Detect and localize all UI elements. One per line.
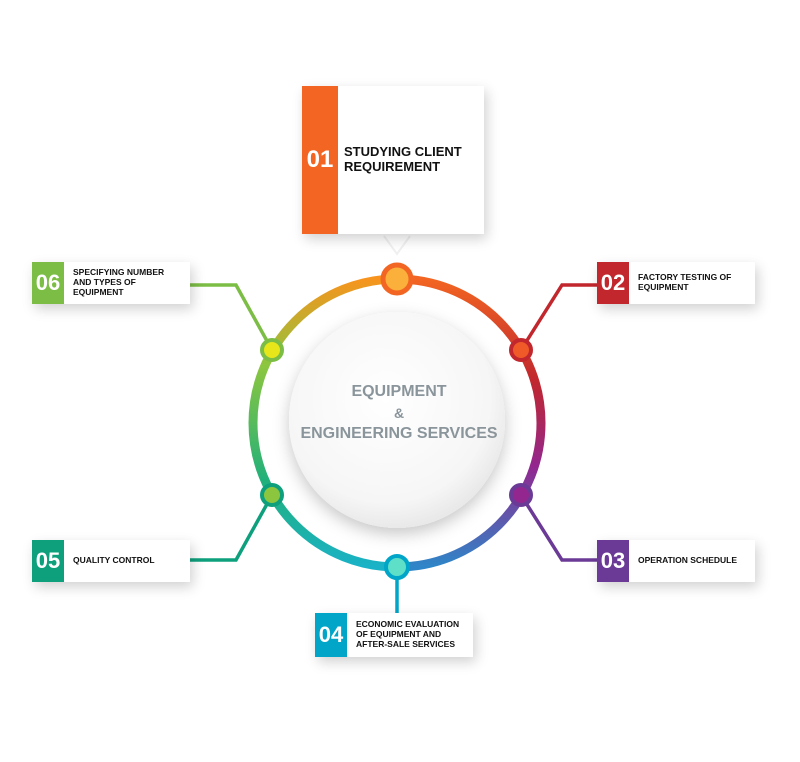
step-card-05: 05 QUALITY CONTROL [32,540,190,582]
ring-left-arc [248,274,398,572]
card-01-pointer [382,233,412,254]
step-number-03: 03 [597,540,629,582]
center-title-ampersand: & [393,405,405,421]
ring-right-arc [396,274,546,572]
step-label-02: FACTORY TESTING OF EQUIPMENT [638,272,732,292]
connector-line-06 [190,283,274,351]
connector-line-03 [519,494,597,562]
step-card-03: 03 OPERATION SCHEDULE [597,540,755,582]
node-upper-right [509,338,533,362]
center-title-line3: ENGINEERING SERVICES [300,425,498,442]
step-number-04: 04 [315,613,347,657]
step-label-01: STUDYING CLIENT REQUIREMENT [344,144,462,174]
step-card-02: 02 FACTORY TESTING OF EQUIPMENT [597,262,755,304]
connector-line-05 [190,494,274,562]
node-top [380,262,414,296]
step-label-06: SPECIFYING NUMBER AND TYPES OF EQUIPMENT [73,267,165,297]
center-title-line1: EQUIPMENT [351,383,447,400]
connector-line-02 [519,283,597,351]
step-number-02: 02 [597,262,629,304]
node-lower-right [509,483,533,507]
step-number-06: 06 [32,262,64,304]
node-lower-left [260,483,284,507]
step-number-01: 01 [302,86,338,234]
center-disc [289,312,505,528]
step-card-06: 06 SPECIFYING NUMBER AND TYPES OF EQUIPM… [32,262,190,304]
step-card-01: 01 STUDYING CLIENT REQUIREMENT [302,86,484,234]
step-card-04: 04 ECONOMIC EVALUATION OF EQUIPMENT AND … [315,613,473,657]
step-label-04: ECONOMIC EVALUATION OF EQUIPMENT AND AFT… [356,619,460,649]
step-label-03: OPERATION SCHEDULE [638,555,738,566]
step-number-05: 05 [32,540,64,582]
card-01-pointer-shadow [383,235,411,256]
step-label-05: QUALITY CONTROL [73,555,155,566]
node-upper-left [260,338,284,362]
node-bottom [384,554,410,580]
